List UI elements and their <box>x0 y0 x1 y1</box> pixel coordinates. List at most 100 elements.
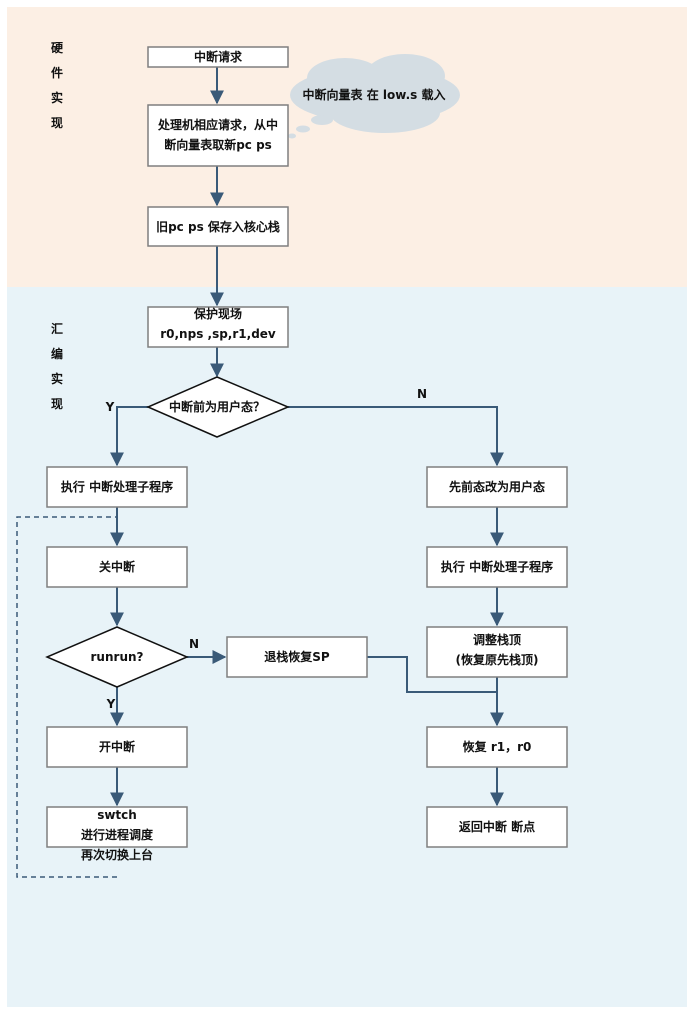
assembly-section-label: 汇 编 实 现 <box>50 322 63 411</box>
node-disable-interrupt: 关中断 <box>46 546 188 588</box>
node-interrupt-request: 中断请求 <box>147 46 289 68</box>
hardware-band <box>7 7 687 287</box>
node-label: 退栈恢复SP <box>264 649 330 664</box>
node-label: 先前态改为用户态 <box>449 479 545 494</box>
node-label-line: r0,nps ,sp,r1,dev <box>160 327 276 341</box>
cloud-puff <box>307 58 383 98</box>
node-label-line: 调整栈顶 <box>473 632 521 647</box>
node-save-context: 保护现场 r0,nps ,sp,r1,dev <box>147 306 289 348</box>
node-label-line: 中断前为用户态？ <box>169 399 265 414</box>
node-label: 恢复 r1，r0 <box>463 739 532 754</box>
node-label: 中断请求 <box>194 49 243 64</box>
assembly-char: 现 <box>51 397 63 411</box>
node-label-line: 中断请求 <box>194 49 243 64</box>
node-change-to-user-mode: 先前态改为用户态 <box>426 466 568 508</box>
edge-decision-yes <box>110 406 148 467</box>
cloud-puff <box>365 54 445 98</box>
decision-label: runrun? <box>91 650 144 664</box>
hardware-char: 硬 <box>51 41 64 55</box>
node-label: 旧pc ps 保存入核心栈 <box>156 219 280 234</box>
edge-pop-to-restore <box>367 656 497 693</box>
decision-shape <box>45 626 189 688</box>
decision-runrun: runrun? <box>45 626 189 688</box>
vector-table-cloud: 中断向量表 在 low.s 载入 <box>288 54 460 139</box>
node-label: 返回中断 断点 <box>459 819 535 834</box>
assembly-char: 编 <box>50 346 63 361</box>
node-box <box>147 46 289 68</box>
assembly-char: 汇 <box>51 322 63 336</box>
node-exec-handler-left: 执行 中断处理子程序 <box>46 466 188 508</box>
node-box <box>426 806 568 848</box>
hardware-char: 件 <box>51 65 63 80</box>
node-box <box>147 306 289 348</box>
assembly-char: 实 <box>51 371 63 386</box>
decision-shape <box>146 376 290 438</box>
node-label-line: 进行进程调度 <box>81 827 154 842</box>
node-box <box>46 806 188 848</box>
edge-label-runrun-no: N <box>189 637 199 651</box>
cloud-text: 中断向量表 在 low.s 载入 <box>303 87 446 102</box>
hardware-char: 现 <box>51 116 63 130</box>
edge-swtch-loop-dashed <box>16 516 117 878</box>
node-label: 执行 中断处理子程序 <box>61 479 173 494</box>
node-box <box>226 636 368 678</box>
node-label-line: 处理机相应请求，从中 <box>157 117 278 132</box>
node-box <box>426 466 568 508</box>
node-return-breakpoint: 返回中断 断点 <box>426 806 568 848</box>
edge-label-runrun-yes: Y <box>106 697 116 711</box>
hardware-section-label: 硬 件 实 现 <box>51 41 64 130</box>
node-box <box>147 206 289 247</box>
node-label: 开中断 <box>99 739 135 754</box>
node-box <box>426 546 568 588</box>
node-label-line: 先前态改为用户态 <box>449 479 545 494</box>
node-exec-handler-right: 执行 中断处理子程序 <box>426 546 568 588</box>
node-label: swtch 进行进程调度再次切换上台 <box>81 808 154 862</box>
node-label-line: 开中断 <box>99 739 135 754</box>
node-box <box>46 726 188 768</box>
node-label-line: 旧pc ps 保存入核心栈 <box>156 219 280 234</box>
node-label: 保护现场 r0,nps ,sp,r1,dev <box>160 306 276 341</box>
edges <box>16 67 504 878</box>
node-label: 调整栈顶 (恢复原先栈顶) <box>456 632 539 667</box>
node-label-line: 恢复 r1，r0 <box>463 739 532 754</box>
node-label: 执行 中断处理子程序 <box>441 559 553 574</box>
node-label-line: 退栈恢复SP <box>264 649 330 664</box>
edge-labels: Y N N Y <box>105 387 427 711</box>
node-label: 关中断 <box>99 559 135 574</box>
node-save-old-pc-ps: 旧pc ps 保存入核心栈 <box>147 206 289 247</box>
node-box <box>426 626 568 678</box>
nodes: 中断请求 处理机相应请求，从中断向量表取新pc ps 旧pc ps 保存入核心栈… <box>45 46 568 862</box>
edge-decision-no <box>288 406 504 467</box>
node-label: 处理机相应请求，从中断向量表取新pc ps <box>157 117 278 152</box>
node-box <box>426 726 568 768</box>
cloud-puff <box>311 115 333 125</box>
decision-is-user-mode: 中断前为用户态？ <box>146 376 290 438</box>
node-label-line: 关中断 <box>99 559 135 574</box>
cloud-puff <box>296 125 310 133</box>
cloud-puff <box>288 133 296 139</box>
node-label-line: 断向量表取新pc ps <box>164 137 272 152</box>
node-handle-request: 处理机相应请求，从中断向量表取新pc ps <box>147 104 289 167</box>
node-box <box>46 466 188 508</box>
node-label-line: 返回中断 断点 <box>459 819 535 834</box>
node-adjust-stack-top: 调整栈顶 (恢复原先栈顶) <box>426 626 568 678</box>
node-box <box>147 104 289 167</box>
hardware-char: 实 <box>51 90 63 105</box>
node-pop-restore-sp: 退栈恢复SP <box>226 636 368 678</box>
node-label-line: (恢复原先栈顶) <box>456 652 539 667</box>
node-restore-registers: 恢复 r1，r0 <box>426 726 568 768</box>
node-label-line: 保护现场 <box>193 306 242 321</box>
node-label-line: 再次切换上台 <box>81 847 153 862</box>
node-label-line: swtch <box>97 808 137 822</box>
node-label-line: 执行 中断处理子程序 <box>441 559 553 574</box>
node-label-line: runrun? <box>91 650 144 664</box>
node-swtch: swtch 进行进程调度再次切换上台 <box>46 806 188 862</box>
decision-label: 中断前为用户态？ <box>169 399 265 414</box>
edge-label-user-yes: Y <box>105 400 115 414</box>
node-label-line: 执行 中断处理子程序 <box>61 479 173 494</box>
node-enable-interrupt: 开中断 <box>46 726 188 768</box>
node-box <box>46 546 188 588</box>
edge-label-user-no: N <box>417 387 427 401</box>
cloud-puff <box>330 93 440 133</box>
